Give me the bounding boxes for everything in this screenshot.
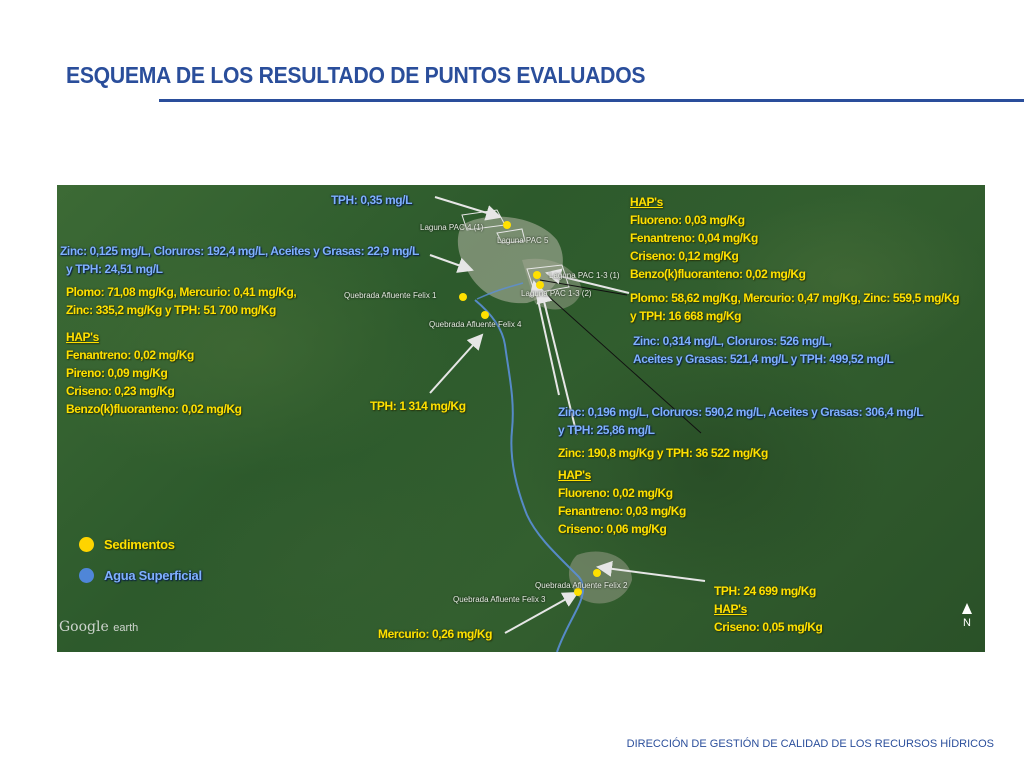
annotation-bottom-right-criseno: Criseno: 0,05 mg/Kg bbox=[714, 620, 823, 634]
annotation-center-water-1: Zinc: 0,196 mg/L, Cloruros: 590,2 mg/L, … bbox=[558, 405, 924, 419]
north-arrow: N bbox=[960, 603, 974, 629]
place-label-felix3: Quebrada Afluente Felix 3 bbox=[453, 595, 546, 604]
sediment-marker bbox=[533, 271, 541, 279]
annotation-right-sed-2: y TPH: 16 668 mg/Kg bbox=[630, 309, 742, 323]
arrow-center-sed bbox=[536, 287, 578, 436]
annotation-center-water-2: y TPH: 25,86 mg/L bbox=[558, 423, 655, 437]
annotation-tph-top: TPH: 0,35 mg/L bbox=[331, 193, 413, 207]
title-underline bbox=[159, 99, 1024, 102]
place-label-pac13-1: Laguna PAC 1-3 (1) bbox=[549, 271, 620, 280]
cleared-area-south bbox=[568, 551, 632, 604]
google-earth-product: earth bbox=[113, 622, 139, 634]
annotation-right-hap-1: Fluoreno: 0,03 mg/Kg bbox=[630, 213, 745, 227]
annotation-left-hap-1: Fenantreno: 0,02 mg/Kg bbox=[66, 348, 194, 362]
place-label-pac5: Laguna PAC 5 bbox=[497, 236, 549, 245]
place-label-felix4: Quebrada Afluente Felix 4 bbox=[429, 320, 522, 329]
annotation-left-water-1: Zinc: 0,125 mg/L, Cloruros: 192,4 mg/L, … bbox=[60, 244, 419, 258]
north-arrow-icon bbox=[962, 603, 972, 614]
place-label-felix2: Quebrada Afluente Felix 2 bbox=[535, 581, 628, 590]
river bbox=[474, 299, 585, 652]
annotation-tph-mid: TPH: 1 314 mg/Kg bbox=[370, 399, 466, 413]
legend-water-dot bbox=[79, 568, 94, 583]
map-overlay bbox=[429, 196, 706, 652]
google-earth-brand: Google bbox=[59, 619, 109, 635]
annotation-mercury-bottom: Mercurio: 0,26 mg/Kg bbox=[378, 627, 493, 641]
annotation-right-hap-4: Benzo(k)fluoranteno: 0,02 mg/Kg bbox=[630, 267, 806, 281]
sediment-marker bbox=[574, 588, 582, 596]
place-label-pac4: Laguna PAC 4 (1) bbox=[420, 223, 484, 232]
legend-water-label: Agua Superficial bbox=[104, 568, 202, 583]
arrow-mercury bbox=[504, 592, 579, 634]
footer-org-name: DIRECCIÓN DE GESTIÓN DE CALIDAD DE LOS R… bbox=[626, 738, 994, 750]
legend-sediment-dot bbox=[79, 537, 94, 552]
annotation-left-sed-1: Plomo: 71,08 mg/Kg, Mercurio: 0,41 mg/Kg… bbox=[66, 285, 297, 299]
annotation-center-hap-title: HAP's bbox=[558, 468, 591, 482]
sediment-markers bbox=[459, 221, 601, 596]
annotation-right-hap-2: Fenantreno: 0,04 mg/Kg bbox=[630, 231, 758, 245]
annotation-right-hap-title: HAP's bbox=[630, 195, 663, 209]
sediment-marker bbox=[503, 221, 511, 229]
annotation-left-hap-2: Pireno: 0,09 mg/Kg bbox=[66, 366, 168, 380]
sediment-marker bbox=[481, 311, 489, 319]
sediment-marker bbox=[459, 293, 467, 301]
annotation-bottom-right-tph: TPH: 24 699 mg/Kg bbox=[714, 584, 816, 598]
annotation-left-hap-title: HAP's bbox=[66, 330, 99, 344]
annotation-left-sed-2: Zinc: 335,2 mg/Kg y TPH: 51 700 mg/Kg bbox=[66, 303, 276, 317]
arrow-bottom-right bbox=[596, 560, 706, 582]
annotation-left-hap-4: Benzo(k)fluoranteno: 0,02 mg/Kg bbox=[66, 402, 242, 416]
connector-line-1 bbox=[546, 294, 702, 434]
annotation-center-sed: Zinc: 190,8 mg/Kg y TPH: 36 522 mg/Kg bbox=[558, 446, 768, 460]
legend-sediment-label: Sedimentos bbox=[104, 537, 175, 552]
arrow-tph-mid bbox=[429, 333, 484, 394]
place-label-felix1: Quebrada Afluente Felix 1 bbox=[344, 291, 437, 300]
satellite-map: Laguna PAC 4 (1) Laguna PAC 5 Laguna PAC… bbox=[57, 185, 985, 652]
page-title: ESQUEMA DE LOS RESULTADO DE PUNTOS EVALU… bbox=[66, 62, 646, 88]
google-earth-logo: Google earth bbox=[59, 619, 138, 635]
annotation-right-water-2: Aceites y Grasas: 521,4 mg/L y TPH: 499,… bbox=[633, 352, 894, 366]
lagoon-pac5-outline bbox=[496, 228, 526, 244]
annotation-left-water-2: y TPH: 24,51 mg/L bbox=[66, 262, 163, 276]
annotation-bottom-right-hap-title: HAP's bbox=[714, 602, 747, 616]
arrow-left-water bbox=[429, 254, 474, 273]
arrow-right-sed bbox=[545, 268, 630, 294]
north-label: N bbox=[963, 617, 971, 629]
sediment-marker bbox=[536, 281, 544, 289]
annotation-center-hap-2: Fenantreno: 0,03 mg/Kg bbox=[558, 504, 686, 518]
annotation-left-hap-3: Criseno: 0,23 mg/Kg bbox=[66, 384, 175, 398]
annotation-center-hap-1: Fluoreno: 0,02 mg/Kg bbox=[558, 486, 673, 500]
place-label-pac13-2: Laguna PAC 1-3 (2) bbox=[521, 289, 592, 298]
sediment-marker bbox=[593, 569, 601, 577]
annotation-right-hap-3: Criseno: 0,12 mg/Kg bbox=[630, 249, 739, 263]
tributary bbox=[476, 282, 524, 300]
annotation-right-water-1: Zinc: 0,314 mg/L, Cloruros: 526 mg/L, bbox=[633, 334, 832, 348]
annotation-right-sed-1: Plomo: 58,62 mg/Kg, Mercurio: 0,47 mg/Kg… bbox=[630, 291, 960, 305]
annotation-center-hap-3: Criseno: 0,06 mg/Kg bbox=[558, 522, 667, 536]
arrow-tph-top bbox=[434, 196, 502, 221]
